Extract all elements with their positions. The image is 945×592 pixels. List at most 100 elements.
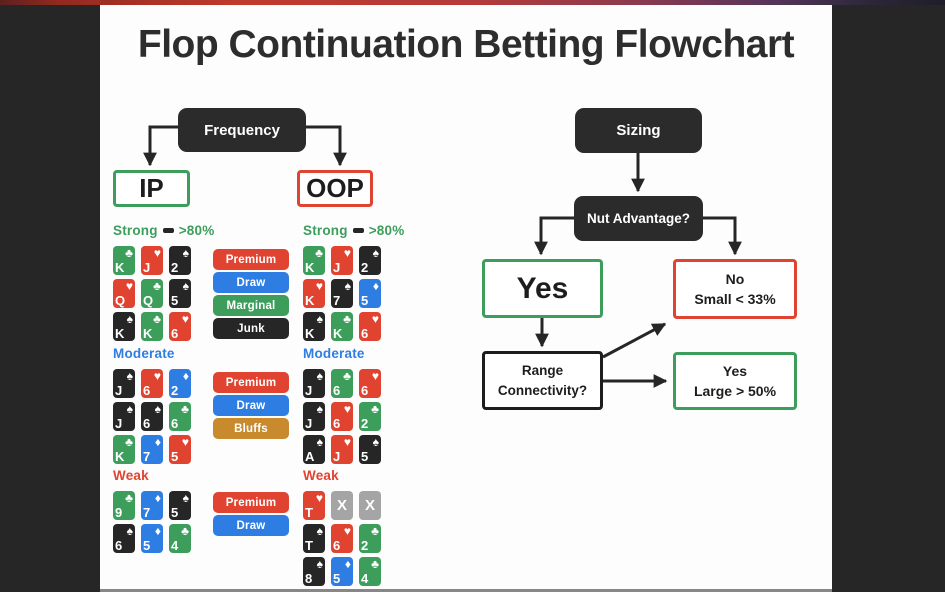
playing-card-6h: ♥6 (359, 312, 381, 341)
heart-icon: ♥ (125, 279, 133, 293)
playing-card-Ks: ♠K (113, 312, 135, 341)
club-icon: ♣ (181, 524, 189, 538)
card-rank: 5 (171, 293, 179, 308)
card-rank: 6 (333, 538, 341, 553)
playing-card-2c: ♣2 (359, 524, 381, 553)
left-letterbox (0, 5, 100, 592)
playing-card-Jh: ♥J (331, 435, 353, 464)
playing-card-Kc: ♣K (113, 246, 135, 275)
club-icon: ♣ (371, 524, 379, 538)
legend-chip-draw: Draw (213, 395, 289, 416)
spade-icon: ♠ (182, 246, 189, 260)
card-rank: 2 (361, 260, 369, 275)
club-icon: ♣ (343, 312, 351, 326)
card-rank: 5 (361, 293, 369, 308)
heart-icon: ♥ (315, 279, 323, 293)
yes-node: Yes (482, 259, 603, 318)
ip-moderate-section: Moderate ♠J♥6♦2♠J♠6♣6♣K♦7♥5 (113, 346, 223, 464)
heart-icon: ♥ (371, 312, 379, 326)
section-title: Strong (303, 223, 348, 238)
card-rank: 6 (333, 383, 341, 398)
any-card-mark: X (364, 497, 375, 514)
ip-strong-header: Strong>80% (113, 223, 223, 238)
flowchart-page: Flop Continuation Betting Flowchart Freq… (100, 5, 832, 592)
card-rank: 4 (361, 571, 369, 586)
frequency-node: Frequency (178, 108, 306, 152)
card-rank: 6 (143, 383, 151, 398)
playing-card-8s: ♠8 (303, 557, 325, 586)
nut-advantage-node: Nut Advantage? (574, 196, 703, 241)
oop-strong-section: Strong>80% ♣K♥J♠2♥K♠7♦5♠K♣K♥6 (303, 223, 413, 341)
club-icon: ♣ (125, 491, 133, 505)
playing-card-2s: ♠2 (169, 246, 191, 275)
playing-card-Jh: ♥J (331, 246, 353, 275)
playing-card-Ks: ♠K (303, 312, 325, 341)
spade-icon: ♠ (126, 524, 133, 538)
spade-icon: ♠ (316, 369, 323, 383)
diamond-icon: ♦ (154, 435, 161, 449)
card-rank: 6 (361, 383, 369, 398)
no-line2: Small < 33% (694, 291, 776, 307)
playing-card-Kc: ♣K (303, 246, 325, 275)
card-rank: J (115, 383, 123, 398)
card-rank: 7 (143, 505, 151, 520)
card-rank: 9 (115, 505, 123, 520)
playing-card-7d: ♦7 (141, 491, 163, 520)
oop-strong-cards: ♣K♥J♠2♥K♠7♦5♠K♣K♥6 (303, 246, 413, 341)
oop-moderate-cards: ♠J♣6♥6♠J♥6♣2♠A♥J♠5 (303, 369, 413, 464)
heart-icon: ♥ (315, 491, 323, 505)
card-rank: 2 (171, 383, 179, 398)
playing-card-Th: ♥T (303, 491, 325, 520)
playing-card-Js: ♠J (303, 369, 325, 398)
playing-card-6h: ♥6 (331, 524, 353, 553)
club-icon: ♣ (125, 246, 133, 260)
card-rank: 6 (361, 326, 369, 341)
spade-icon: ♠ (316, 435, 323, 449)
playing-card-7s: ♠7 (331, 279, 353, 308)
heart-icon: ♥ (343, 524, 351, 538)
playing-card-Qc: ♣Q (141, 279, 163, 308)
playing-card-Js: ♠J (113, 402, 135, 431)
card-rank: 5 (143, 538, 151, 553)
arrow-nut-to-yes (534, 216, 574, 256)
card-rank: 6 (171, 416, 179, 431)
playing-card-Js: ♠J (303, 402, 325, 431)
arrow-frequency-to-oop (306, 125, 347, 167)
playing-card-6s: ♠6 (141, 402, 163, 431)
playing-card-Qh: ♥Q (113, 279, 135, 308)
heart-icon: ♥ (153, 369, 161, 383)
club-icon: ♣ (181, 402, 189, 416)
spade-icon: ♠ (316, 312, 323, 326)
playing-card-Js: ♠J (113, 369, 135, 398)
dash-icon (352, 228, 364, 233)
playing-card-5d: ♦5 (141, 524, 163, 553)
oop-moderate-header: Moderate (303, 346, 365, 361)
ip-strong-cards: ♣K♥J♠2♥Q♣Q♠5♠K♣K♥6 (113, 246, 223, 341)
spade-icon: ♠ (316, 524, 323, 538)
heart-icon: ♥ (343, 402, 351, 416)
card-rank: 5 (361, 449, 369, 464)
playing-card-4c: ♣4 (359, 557, 381, 586)
range-line2: Connectivity? (497, 382, 588, 398)
video-progress-bar[interactable] (0, 0, 945, 5)
card-rank: 4 (171, 538, 179, 553)
range-connectivity-node: Range Connectivity? (482, 351, 603, 410)
card-rank: 2 (361, 416, 369, 431)
card-rank: 8 (305, 571, 313, 586)
sizing-node: Sizing (575, 108, 702, 153)
ip-moderate-cards: ♠J♥6♦2♠J♠6♣6♣K♦7♥5 (113, 369, 223, 464)
card-rank: 6 (171, 326, 179, 341)
spade-icon: ♠ (372, 246, 379, 260)
spade-icon: ♠ (372, 435, 379, 449)
legend-chip-premium: Premium (213, 372, 289, 393)
playing-card-Jh: ♥J (141, 246, 163, 275)
right-letterbox (832, 5, 945, 592)
card-rank: K (115, 326, 125, 341)
card-rank: J (305, 383, 313, 398)
heart-icon: ♥ (181, 435, 189, 449)
club-icon: ♣ (153, 312, 161, 326)
playing-card-5h: ♥5 (169, 435, 191, 464)
